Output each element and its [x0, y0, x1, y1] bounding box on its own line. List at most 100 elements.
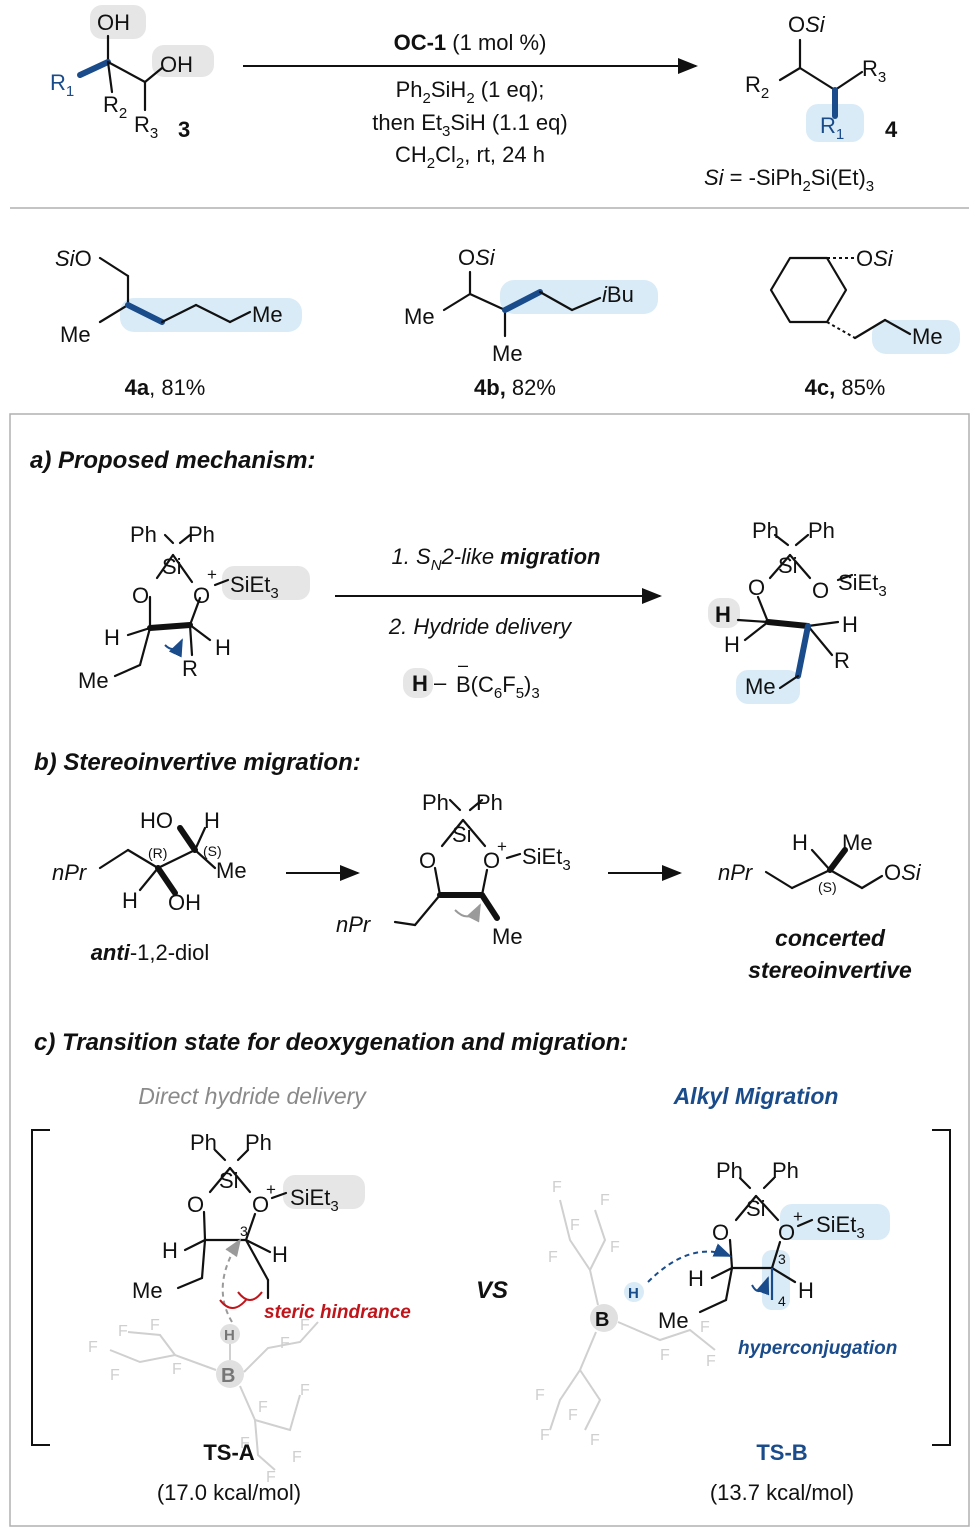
section-c-title: c) Transition state for deoxygenation an…: [34, 1029, 628, 1056]
reagent-ph2sih2: Ph2SiH2 (1 eq);: [396, 77, 545, 107]
h-label: H: [798, 1278, 814, 1303]
r-label: R: [834, 648, 850, 673]
o-label: O: [193, 583, 210, 608]
h-label: H: [224, 1327, 235, 1344]
h-label: H: [204, 808, 220, 833]
yield-4b: 4b, 82%: [474, 375, 556, 400]
ho-label: HO: [140, 808, 173, 833]
h-label: H: [628, 1285, 639, 1302]
stereoinvertive-label: stereoinvertive: [748, 957, 912, 983]
r2-label: R2: [745, 72, 769, 102]
me-label: Me: [842, 830, 873, 855]
osi-label: OSi: [788, 12, 826, 37]
step1-text: 1. SN2-like migration: [392, 544, 601, 574]
si-label: Si: [162, 554, 182, 579]
minus-charge: –: [458, 655, 468, 675]
hyperconjugation-label: hyperconjugation: [738, 1338, 897, 1359]
reagent-et3sih: then Et3SiH (1.1 eq): [372, 110, 567, 140]
npr-label: nPr: [336, 912, 372, 937]
conditions-text: CH2Cl2, rt, 24 h: [395, 142, 545, 172]
product-4: OSi R2 R3 R1 4 Si = -SiPh2Si(Et)3: [704, 12, 898, 195]
me-label: Me: [216, 858, 247, 883]
bond-dash: –: [434, 670, 447, 695]
si-definition: Si = -SiPh2Si(Et)3: [704, 165, 874, 195]
steric-hindrance-label: steric hindrance: [264, 1302, 411, 1323]
fluorine-label: F: [600, 1192, 610, 1209]
carbon-4-label: 4: [778, 1293, 786, 1309]
ph-label: Ph: [190, 1130, 217, 1155]
fluorine-label: F: [552, 1179, 562, 1196]
silyloxonium-intermediate: Ph Ph Si O O + SiEt3 H H Me R: [78, 522, 310, 693]
ts-a-label: TS-A: [203, 1440, 254, 1465]
siet3-label: SiEt3: [522, 844, 571, 874]
compound-number-3: 3: [178, 117, 190, 142]
product-4a: SiO Me Me 4a, 81%: [55, 246, 302, 400]
me-label: Me: [658, 1308, 689, 1333]
fluorine-label: F: [660, 1347, 670, 1364]
fluorine-label: F: [258, 1399, 268, 1416]
me-label: Me: [132, 1278, 163, 1303]
r3-label: R3: [862, 56, 886, 86]
r-config: (R): [148, 845, 167, 861]
h-label: H: [842, 612, 858, 637]
boron-label: B: [221, 1365, 235, 1387]
h-label: H: [215, 635, 231, 660]
fluorine-label: F: [540, 1427, 550, 1444]
siet3-label: SiEt3: [290, 1185, 339, 1215]
r-label: R: [182, 656, 198, 681]
h-label: H: [272, 1242, 288, 1267]
h-label: H: [724, 632, 740, 657]
anti-diol-label: anti-1,2-diol: [91, 940, 210, 965]
fluorine-label: F: [568, 1407, 578, 1424]
si-label: Si: [746, 1196, 766, 1221]
compound-number-4: 4: [885, 117, 898, 142]
s-config: (S): [818, 879, 837, 895]
fluorine-label: F: [172, 1361, 182, 1378]
ph-label: Ph: [772, 1158, 799, 1183]
o-label: O: [419, 848, 436, 873]
boron-label: B: [595, 1309, 609, 1331]
fluorine-label: F: [548, 1249, 558, 1266]
si-label: Si: [219, 1168, 239, 1193]
borate-label: B(C6F5)3: [456, 672, 540, 702]
r2-label: R2: [103, 92, 127, 122]
vs-label: VS: [476, 1277, 508, 1304]
npr-label: nPr: [52, 860, 88, 885]
fluorine-label: F: [150, 1317, 160, 1334]
section-b-title: b) Stereoinvertive migration:: [34, 749, 361, 776]
carbon-3-label: 3: [240, 1223, 248, 1239]
h-label: H: [792, 830, 808, 855]
si-label: Si: [452, 822, 472, 847]
fluorine-label: F: [240, 1435, 250, 1452]
h-label: H: [162, 1238, 178, 1263]
si-label: Si: [778, 553, 798, 578]
osi-label: OSi: [458, 245, 496, 270]
o-label: O: [483, 848, 500, 873]
h-label: H: [104, 625, 120, 650]
fluorine-label: F: [280, 1335, 290, 1352]
o-label: O: [252, 1192, 269, 1217]
o-label: O: [132, 583, 149, 608]
h-label: H: [688, 1266, 704, 1291]
r1-label: R1: [50, 70, 74, 100]
siloxonium-b: Ph Ph Si O O + SiEt3 nPr Me: [336, 790, 571, 949]
o-label: O: [187, 1192, 204, 1217]
o-label: O: [712, 1220, 729, 1245]
product-4c: OSi Me 4c, 85%: [769, 246, 960, 400]
ts-a-energy: (17.0 kcal/mol): [157, 1480, 301, 1505]
alkyl-migration-title: Alkyl Migration: [673, 1083, 839, 1109]
catalyst-text: OC-1 (1 mol %): [394, 30, 547, 55]
s-config: (S): [203, 843, 222, 859]
bracket-left: [31, 1129, 50, 1446]
fluorine-label: F: [610, 1239, 620, 1256]
step2-text: 2. Hydride delivery: [388, 614, 573, 639]
fluorine-label: F: [88, 1339, 98, 1356]
fluorine-label: F: [300, 1317, 310, 1334]
ts-a-structure: Ph Ph Si O O + SiEt3 3 H H Me steric hin…: [88, 1130, 411, 1505]
ph-label: Ph: [245, 1130, 272, 1155]
fluorine-label: F: [300, 1382, 310, 1399]
plus-charge: +: [497, 837, 507, 856]
yield-4a: 4a, 81%: [125, 375, 206, 400]
ts-b-energy: (13.7 kcal/mol): [710, 1480, 854, 1505]
